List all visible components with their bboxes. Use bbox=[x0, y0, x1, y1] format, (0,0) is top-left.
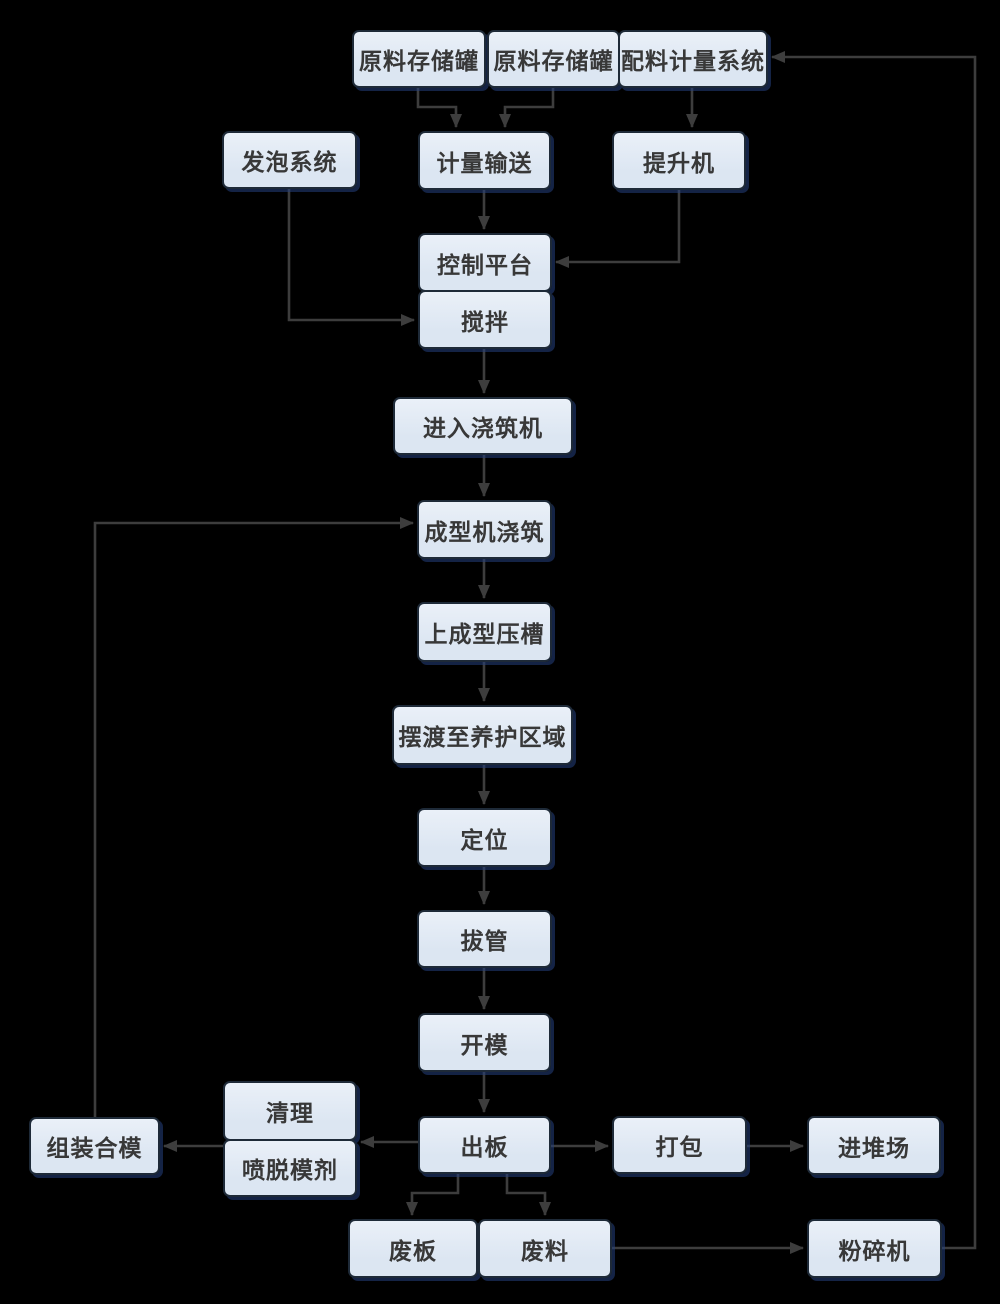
node-metering-convey: 计量输送 bbox=[418, 131, 551, 190]
edge-raw-tank-1-to-metering bbox=[416, 88, 462, 128]
node-forming-machine-pouring: 成型机浇筑 bbox=[417, 500, 552, 559]
node-packing: 打包 bbox=[612, 1116, 747, 1174]
edge-crusher-to-batching-feedback bbox=[771, 51, 977, 1250]
node-board-out: 出板 bbox=[418, 1116, 551, 1174]
edge-assemble-to-forming-feedback bbox=[93, 517, 414, 1117]
node-positioning: 定位 bbox=[417, 808, 552, 867]
node-forming-press-groove: 上成型压槽 bbox=[417, 602, 552, 662]
node-raw-tank-1: 原料存储罐 bbox=[352, 30, 486, 88]
node-raw-tank-2: 原料存储罐 bbox=[487, 30, 620, 88]
node-elevator: 提升机 bbox=[612, 131, 746, 190]
edge-raw-tank-2-to-metering bbox=[499, 88, 555, 128]
edge-foaming-to-mixing bbox=[287, 189, 415, 326]
edge-board-out-to-waste-material bbox=[505, 1174, 551, 1216]
node-mold-opening: 开模 bbox=[418, 1013, 551, 1072]
node-cleaning: 清理 bbox=[223, 1081, 357, 1141]
node-waste-board: 废板 bbox=[348, 1219, 478, 1278]
node-waste-material: 废料 bbox=[478, 1219, 612, 1278]
edge-board-out-to-waste-board bbox=[406, 1174, 460, 1216]
node-control-platform: 控制平台 bbox=[418, 233, 552, 292]
edge-elevator-to-control bbox=[555, 190, 681, 268]
node-tube-pulling: 拔管 bbox=[417, 910, 552, 968]
node-batching-system: 配料计量系统 bbox=[618, 30, 768, 88]
node-enter-pouring-machine: 进入浇筑机 bbox=[393, 397, 573, 455]
node-foaming-system: 发泡系统 bbox=[222, 131, 357, 189]
node-stock-yard: 进堆场 bbox=[807, 1116, 941, 1175]
node-assemble-close-mold: 组装合模 bbox=[29, 1117, 160, 1175]
node-ferry-to-curing-area: 摆渡至养护区域 bbox=[392, 705, 573, 765]
node-mixing: 搅拌 bbox=[418, 290, 552, 349]
node-crusher: 粉碎机 bbox=[807, 1219, 942, 1278]
node-spray-release-agent: 喷脱模剂 bbox=[223, 1139, 357, 1197]
